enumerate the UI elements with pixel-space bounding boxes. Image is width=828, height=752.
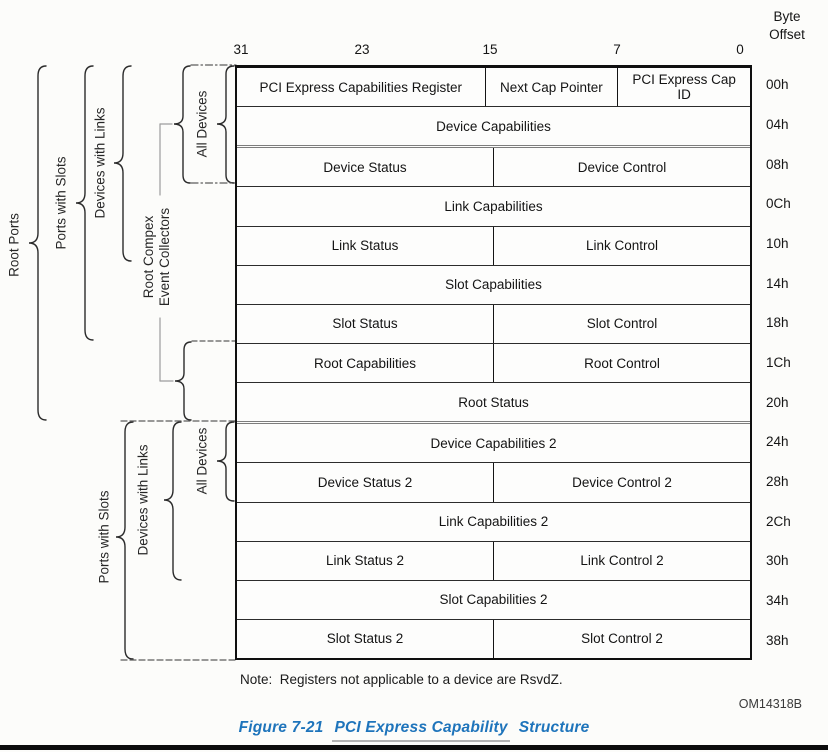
register-cell: PCI Express Cap ID: [617, 68, 750, 107]
register-row: Device Capabilities: [237, 106, 750, 145]
register-cell: Link Control: [493, 226, 750, 265]
note-text: Note: Registers not applicable to a devi…: [240, 672, 563, 687]
group-label-all-devices-lower: All Devices: [194, 427, 210, 495]
register-row: Device Status 2 Device Control 2: [237, 462, 750, 502]
figure-caption-tail: Structure: [518, 719, 590, 736]
byte-offset-value: 0Ch: [766, 196, 791, 212]
register-table: PCI Express Capabilities Register Next Ca…: [235, 65, 752, 660]
register-cell: Next Cap Pointer: [484, 68, 618, 107]
byte-offset-value: 20h: [766, 394, 789, 410]
register-cell: Slot Control 2: [493, 619, 750, 659]
byte-offset-value: 2Ch: [766, 513, 791, 529]
group-label-ports-with-slots-lower: Ports with Slots: [96, 490, 112, 584]
brace-devices-with-links-lower: [163, 421, 182, 581]
register-cell: Device Control 2: [493, 463, 750, 502]
figure-caption: Figure 7-21 PCI Express Capability Struc…: [0, 719, 828, 742]
register-row: Slot Status 2 Slot Control 2: [237, 618, 750, 659]
group-label-root-complex-event-collectors: Root Compex Event Collectors: [140, 207, 172, 307]
brace-root-ports: [28, 65, 47, 421]
register-row: Slot Capabilities: [237, 264, 750, 304]
register-row: Root Capabilities Root Control: [237, 342, 750, 383]
bit-label-31: 31: [233, 42, 249, 57]
bit-label-15: 15: [482, 42, 498, 57]
register-row: Link Capabilities: [237, 186, 750, 225]
bit-label-23: 23: [354, 42, 370, 57]
register-cell: Slot Capabilities: [445, 277, 542, 293]
register-cell: Slot Status: [332, 316, 398, 332]
byte-offset-value: 18h: [766, 315, 789, 331]
brace-ports-with-slots-upper: [75, 65, 94, 341]
register-row: Link Capabilities 2: [237, 501, 750, 541]
byte-offset-value: 04h: [766, 117, 789, 132]
register-cell: Link Control 2: [493, 541, 750, 580]
byte-offset-value: 30h: [766, 553, 789, 569]
register-cell: Device Capabilities 2: [430, 435, 557, 451]
byte-offset-value: 10h: [766, 236, 789, 252]
register-cell: Root Control: [493, 343, 750, 383]
register-cell: Slot Capabilities 2: [439, 592, 548, 608]
bit-label-7: 7: [613, 42, 621, 57]
brace-ports-with-slots-lower: [115, 421, 134, 660]
register-row: Device Status Device Control: [237, 145, 750, 187]
register-cell: Device Status: [323, 159, 407, 175]
register-cell: Device Status 2: [317, 474, 413, 490]
register-row: Root Status: [237, 382, 750, 421]
group-label-root-ports: Root Ports: [6, 213, 22, 277]
register-row: Device Capabilities 2: [237, 421, 750, 462]
group-label-all-devices-upper: All Devices: [194, 90, 210, 158]
figure-code: OM14318B: [738, 697, 802, 711]
register-cell: Root Capabilities: [313, 355, 417, 371]
brace-devices-with-links-upper: [113, 65, 132, 262]
register-row: Slot Status Slot Control: [237, 303, 750, 343]
group-label-devices-with-links-lower: Devices with Links: [135, 444, 151, 556]
register-row: Link Status 2 Link Control 2: [237, 540, 750, 580]
page-bottom-rule: [0, 745, 828, 750]
byte-offset-value: 24h: [766, 434, 789, 450]
brace-all-devices-upper: [216, 65, 235, 184]
register-row: Slot Capabilities 2: [237, 579, 750, 619]
register-cell: Link Status 2: [325, 553, 405, 569]
byte-offset-value: 38h: [766, 632, 789, 648]
group-label-ports-with-slots-upper: Ports with Slots: [53, 156, 69, 250]
register-cell: Link Capabilities 2: [438, 514, 549, 530]
register-cell: PCI Express Capabilities Register: [259, 79, 463, 95]
byte-offset-value: 1Ch: [766, 355, 791, 371]
register-cell: Slot Control: [493, 304, 750, 343]
brace-event-collectors-lower: [174, 341, 192, 421]
register-cell: Device Capabilities: [436, 118, 551, 134]
register-row: Link Status Link Control: [237, 225, 750, 265]
brace-all-devices-lower: [216, 421, 235, 502]
dashed-guides: [120, 64, 237, 661]
byte-offset-value: 28h: [766, 474, 789, 490]
register-cell: Slot Status 2: [326, 631, 404, 647]
figure-caption-number: Figure 7-21: [238, 719, 324, 736]
figure-caption-link[interactable]: PCI Express Capability: [332, 719, 510, 742]
byte-offset-value: 14h: [766, 275, 789, 291]
register-cell: Device Control: [493, 148, 750, 187]
register-cell: Link Status: [331, 238, 399, 254]
group-label-devices-with-links-upper: Devices with Links: [92, 107, 108, 219]
byte-offset-value: 08h: [766, 156, 789, 172]
register-cell: Root Status: [458, 394, 529, 410]
bit-label-0: 0: [736, 42, 744, 57]
byte-offset-value: 34h: [766, 593, 789, 609]
register-row: PCI Express Capabilities Register Next Ca…: [237, 68, 750, 107]
byte-offset-header: Byte Offset: [769, 9, 805, 42]
byte-offset-value: 00h: [766, 77, 789, 93]
register-cell: Link Capabilities: [444, 198, 543, 214]
offset-column: 00h 04h 08h 0Ch 10h 14h 18h 1Ch 20h 24h 28h 2Ch 30h 3…: [766, 65, 816, 660]
brace-event-collectors-upper: [173, 65, 191, 184]
